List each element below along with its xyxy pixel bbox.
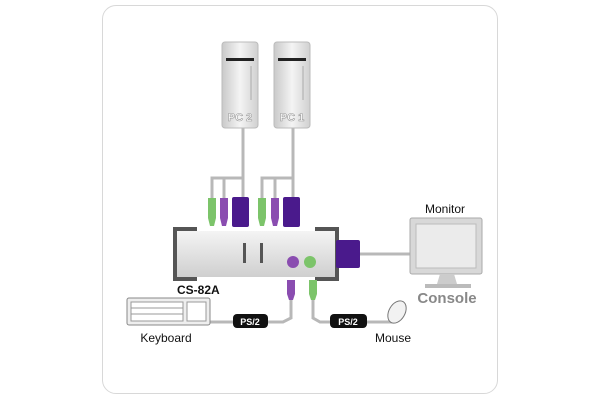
keyboard-port (287, 256, 299, 268)
ps2-keyboard-plug-pc1 (271, 198, 279, 226)
kvm-switch (173, 227, 360, 300)
vga-plug-pc2 (232, 197, 249, 227)
pc-2-tower: PC 2 (221, 41, 259, 129)
keyboard-icon (126, 297, 211, 326)
monitor-icon (409, 217, 483, 288)
pc-2-label: PC 2 (228, 112, 252, 124)
ps2-tag-keyboard (233, 314, 268, 328)
pc-1-label: PC 1 (280, 112, 304, 124)
vga-console-plug (336, 240, 360, 268)
mouse-port (304, 256, 316, 268)
pc-connectors (208, 197, 300, 227)
ps2-mouse-plug-pc2 (208, 198, 216, 226)
ps2-tag-keyboard-text: PS/2 (240, 317, 260, 327)
monitor-label: Monitor (425, 202, 465, 216)
mouse-icon (387, 300, 407, 324)
keyboard-label: Keyboard (140, 331, 191, 345)
mouse-label: Mouse (375, 331, 411, 345)
pc-1-tower: PC 1 (273, 41, 311, 129)
switch-model-label: CS-82A (177, 283, 220, 297)
ps2-mouse-plug-pc1 (258, 198, 266, 226)
console-title: Console (417, 290, 476, 307)
vga-plug-pc1 (283, 197, 300, 227)
ps2-tag-mouse-text: PS/2 (338, 317, 358, 327)
ps2-keyboard-plug-pc2 (220, 198, 228, 226)
ps2-tag-mouse (330, 314, 367, 328)
